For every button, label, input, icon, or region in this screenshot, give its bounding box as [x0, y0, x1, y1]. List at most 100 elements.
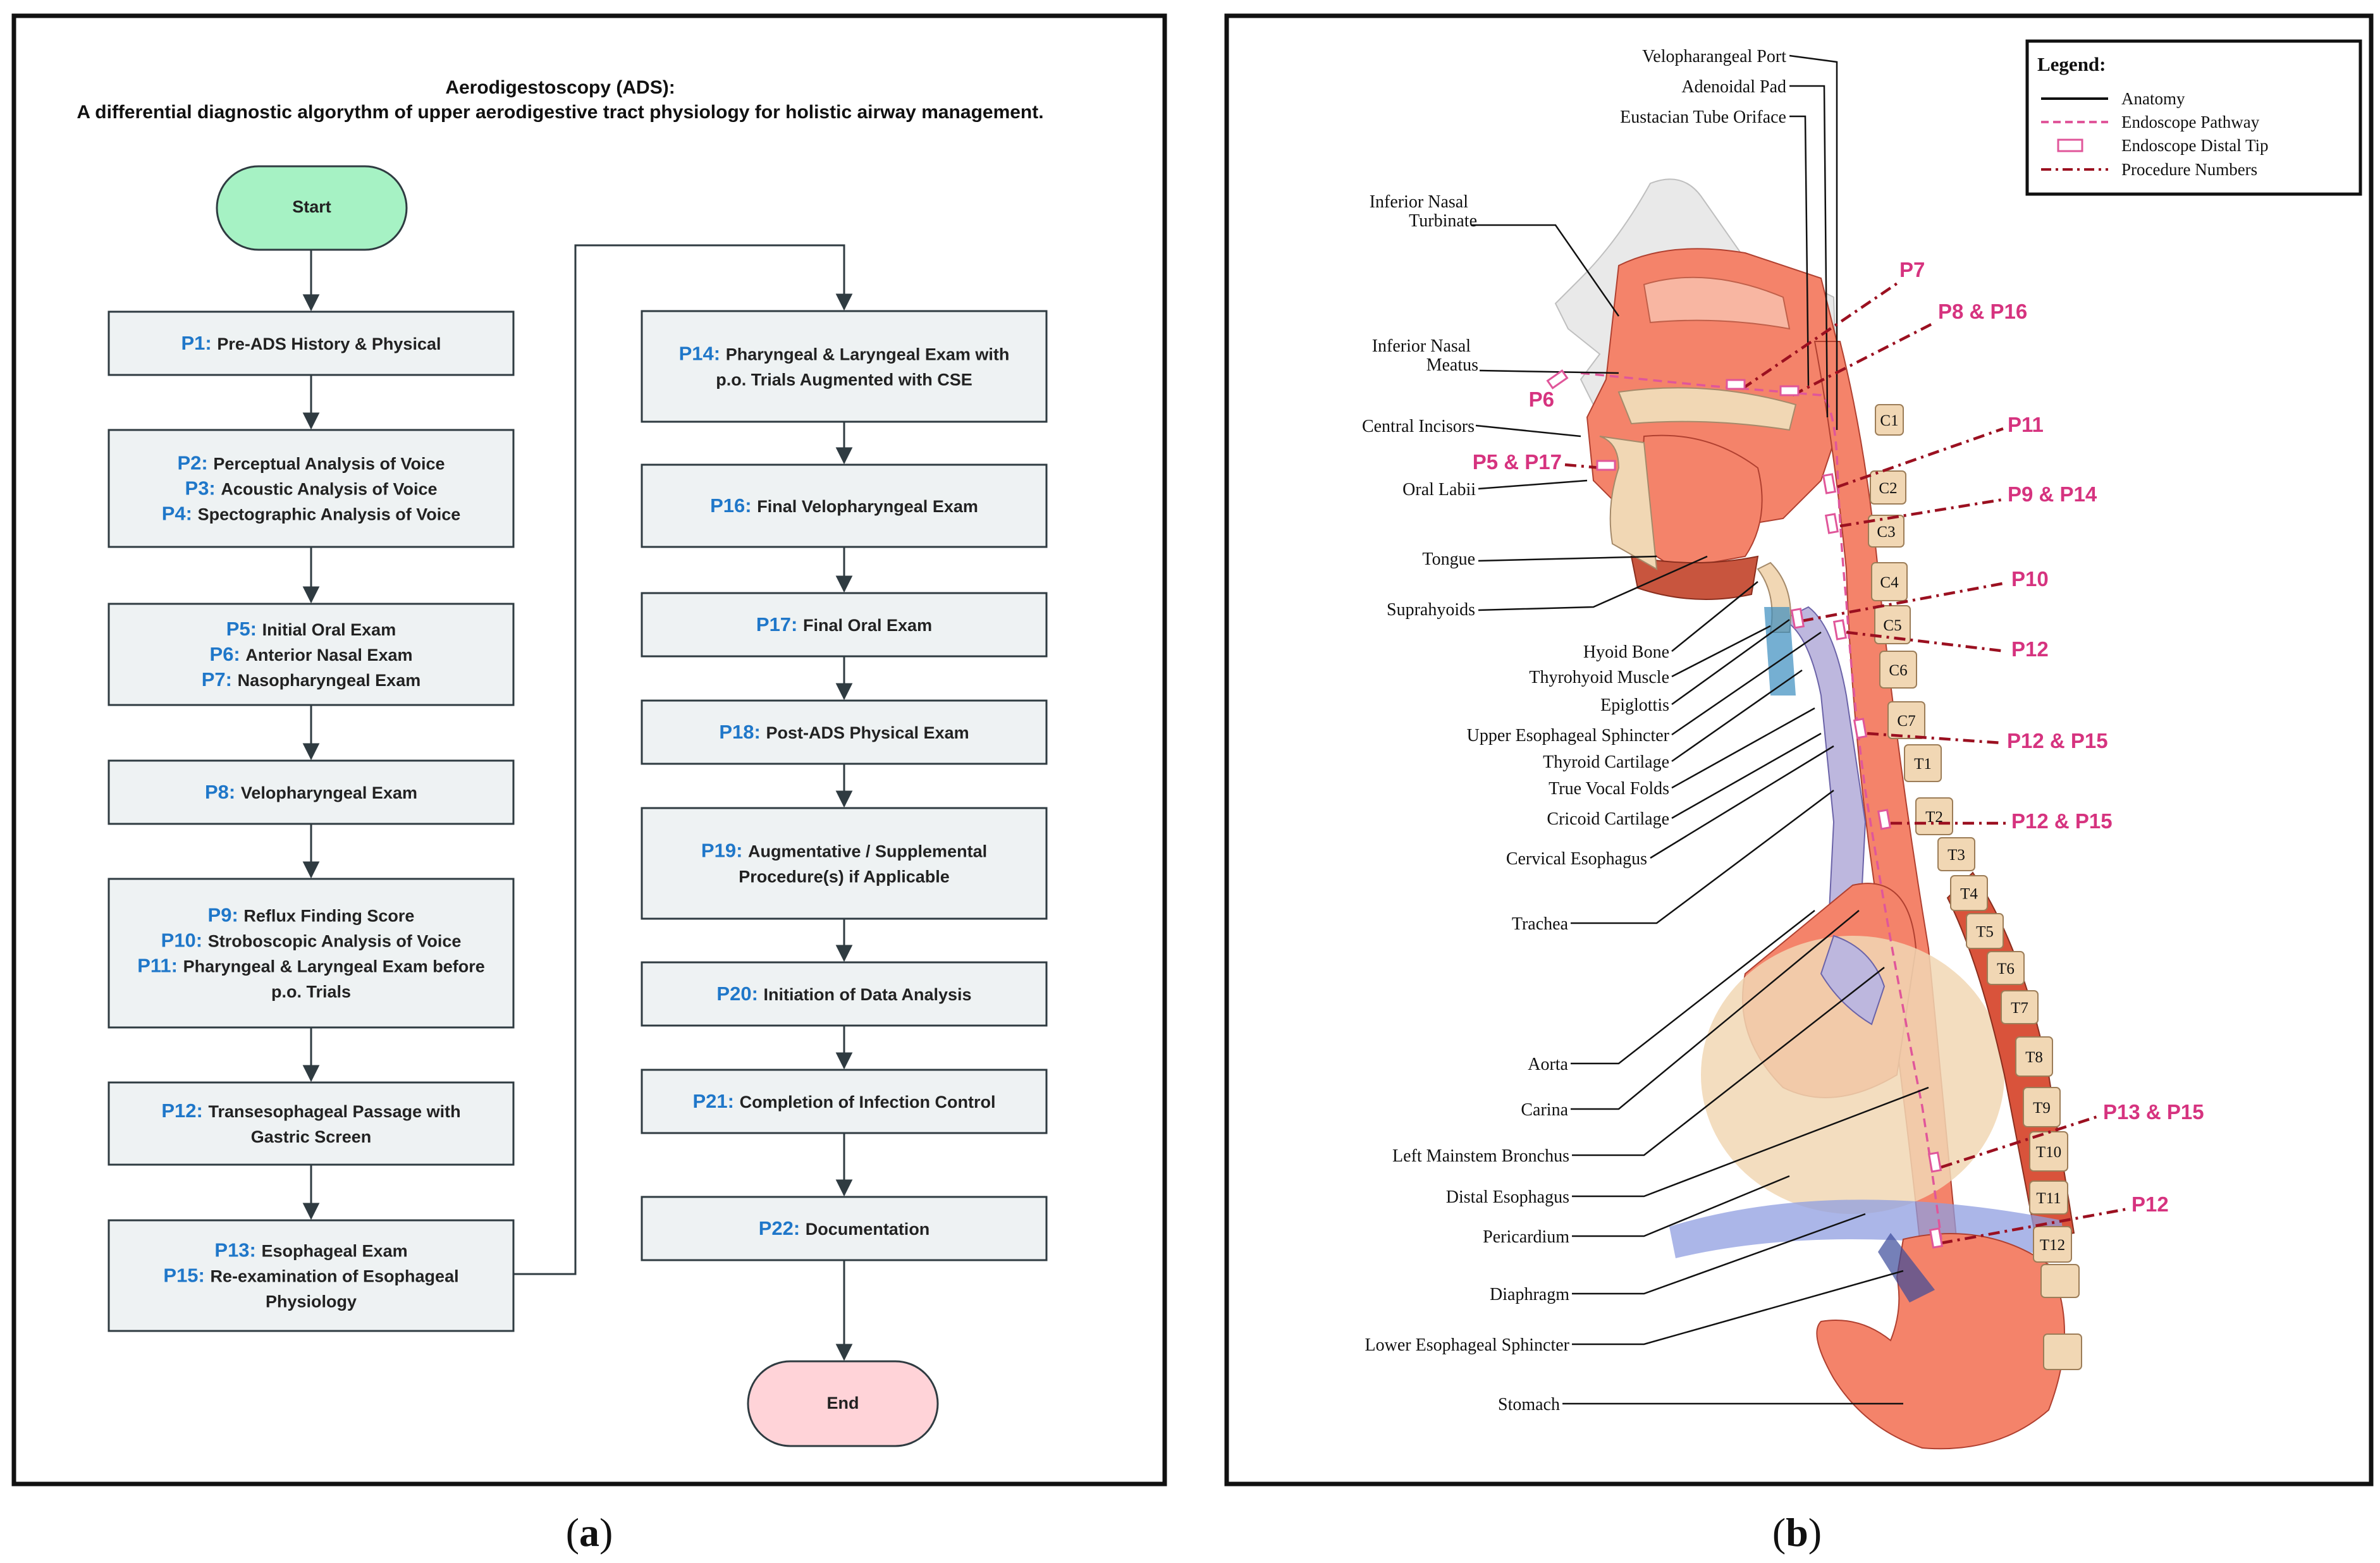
procedure-code: P8: — [205, 781, 241, 803]
procedure-text: Velopharyngeal Exam — [241, 783, 417, 802]
flow-box-b6: P12: Transesophageal Passage withGastric… — [107, 1081, 515, 1166]
vertebra-c3 — [1868, 515, 1905, 548]
procedure-label: P12 — [2132, 1192, 2169, 1216]
flow-box-b4: P8: Velopharyngeal Exam — [107, 759, 515, 825]
endoscope-tip — [1596, 460, 1616, 471]
procedure-code: P7: — [202, 668, 238, 690]
legend: Legend: Anatomy Endoscope Pathway Endosc… — [2025, 39, 2362, 196]
vertebra-label: T6 — [1997, 960, 2015, 978]
procedure-code: P4: — [162, 503, 198, 525]
vertebra-t1 — [1904, 744, 1942, 782]
vertebra-t6 — [1987, 951, 2025, 985]
anatomy-label: Adenoidal Pad — [1681, 77, 1786, 97]
anatomy-label: Left Mainstem Bronchus — [1392, 1146, 1569, 1166]
vertebra-label: C6 — [1889, 662, 1907, 679]
flow-box-shape — [107, 878, 515, 1029]
flow-box-line: P11: Pharyngeal & Laryngeal Exam before — [137, 955, 485, 977]
legend-tip-label: Endoscope Distal Tip — [2121, 136, 2269, 155]
anatomy-label: Aorta — [1528, 1055, 1568, 1074]
procedure-text: Procedure(s) if Applicable — [739, 867, 950, 886]
procedure-code: P6: — [210, 643, 246, 665]
flow-box-line: P9: Reflux Finding Score — [208, 904, 415, 926]
flow-box-b14: P21: Completion of Infection Control — [641, 1069, 1048, 1134]
flowchart-title-line1: Aerodigestoscopy (ADS): — [445, 77, 675, 98]
thyrohyoid-shape — [1764, 607, 1796, 696]
anatomy-leader — [1478, 555, 1708, 611]
start-shape — [216, 165, 408, 251]
flow-box-line: P6: Anterior Nasal Exam — [210, 643, 413, 665]
procedure-text: Pharyngeal & Laryngeal Exam before — [183, 957, 485, 976]
anatomy-label: Carina — [1521, 1100, 1568, 1120]
procedure-line — [1741, 280, 1901, 390]
vertebra-t8 — [2015, 1036, 2053, 1077]
procedure-text: Esophageal Exam — [262, 1242, 408, 1261]
flow-box-b10: P17: Final Oral Exam — [641, 592, 1048, 658]
procedure-code: P9: — [208, 904, 244, 926]
procedure-label: P10 — [2011, 567, 2049, 591]
procedure-text: p.o. Trials — [271, 983, 351, 1002]
vertebra-t2 — [1915, 797, 1953, 835]
flow-box-line: P18: Post-ADS Physical Exam — [719, 721, 969, 743]
procedure-text: Transesophageal Passage with — [208, 1102, 460, 1121]
flow-box-line: P17: Final Oral Exam — [756, 613, 932, 635]
flow-box-line: P10: Stroboscopic Analysis of Voice — [161, 929, 462, 952]
procedure-code: P12: — [161, 1100, 208, 1122]
vertebra-t7 — [2001, 990, 2039, 1024]
procedure-text: Gastric Screen — [251, 1127, 372, 1146]
anatomy-label: Thyroid Cartilage — [1543, 752, 1669, 772]
flow-box-shape — [107, 759, 515, 825]
flow-box-line: P22: Documentation — [759, 1217, 930, 1239]
flow-box-shape — [107, 1081, 515, 1166]
procedure-text: Final Oral Exam — [803, 616, 932, 635]
flow-box-line: P7: Nasopharyngeal Exam — [202, 668, 420, 690]
endoscope-tips — [1546, 369, 1944, 1249]
anatomy-leader — [1650, 745, 1834, 859]
procedure-code: P16: — [710, 494, 757, 517]
procedure-code: P3: — [185, 477, 221, 500]
vertebral-column: C1C2C3C4C5C6C7T1T2T3T4T5T6T7T8T9T10T11T1… — [1868, 404, 2082, 1370]
flow-box-shape — [107, 603, 515, 706]
flow-box-shape — [107, 429, 515, 548]
anatomy-leader — [1671, 732, 1822, 819]
flow-box-line: P13: Esophageal Exam — [214, 1239, 407, 1261]
mandible-shape — [1599, 436, 1658, 570]
flowchart-panel: Aerodigestoscopy (ADS): A differential d… — [11, 13, 1167, 1486]
vertebra-label: T11 — [2036, 1190, 2061, 1207]
flow-box-line: P5: Initial Oral Exam — [226, 618, 396, 640]
procedure-text: Final Velopharyngeal Exam — [757, 497, 978, 516]
vertebra-l2 — [2043, 1333, 2082, 1370]
flow-box-line: P16: Final Velopharyngeal Exam — [710, 494, 978, 517]
procedure-code: P15: — [163, 1265, 210, 1287]
procedure-text: Physiology — [266, 1292, 357, 1311]
procedure-code: P20: — [716, 983, 763, 1005]
vertebra-t9 — [2023, 1087, 2061, 1127]
vertebra-label: C4 — [1880, 574, 1899, 591]
anatomy-leader — [1572, 1086, 1929, 1198]
vertebra-label: C5 — [1883, 617, 1901, 634]
anatomy-label: Cricoid Cartilage — [1547, 809, 1669, 829]
procedure-text: Anterior Nasal Exam — [245, 646, 412, 665]
anatomy-label: Pericardium — [1483, 1227, 1569, 1247]
anatomy-label: Central Incisors — [1362, 417, 1475, 436]
procedure-text: Initiation of Data Analysis — [764, 985, 972, 1004]
procedure-code: P18: — [719, 721, 766, 743]
suprahyoid-shape — [1630, 555, 1759, 600]
flow-box-line: P12: Transesophageal Passage with — [161, 1100, 460, 1122]
vertebra-label: C1 — [1880, 412, 1898, 429]
vertebra-c5 — [1874, 605, 1911, 644]
procedure-label: P6 — [1529, 388, 1554, 411]
anatomy-label: Lower Esophageal Sphincter — [1365, 1335, 1570, 1355]
flow-box-shape — [641, 807, 1048, 920]
flow-box-line: P20: Initiation of Data Analysis — [716, 983, 971, 1005]
anatomy-leader — [1572, 1213, 1866, 1295]
vertebra-t11 — [2029, 1180, 2068, 1215]
vertebra-label: C7 — [1897, 713, 1915, 730]
anatomy-leader — [1671, 631, 1822, 736]
flow-box-b11: P18: Post-ADS Physical Exam — [641, 699, 1048, 765]
flow-box-shape — [641, 1196, 1048, 1261]
nasal-turbinate-shape — [1643, 276, 1791, 330]
flowchart-title-line2: A differential diagnostic algorythm of u… — [77, 102, 1043, 123]
